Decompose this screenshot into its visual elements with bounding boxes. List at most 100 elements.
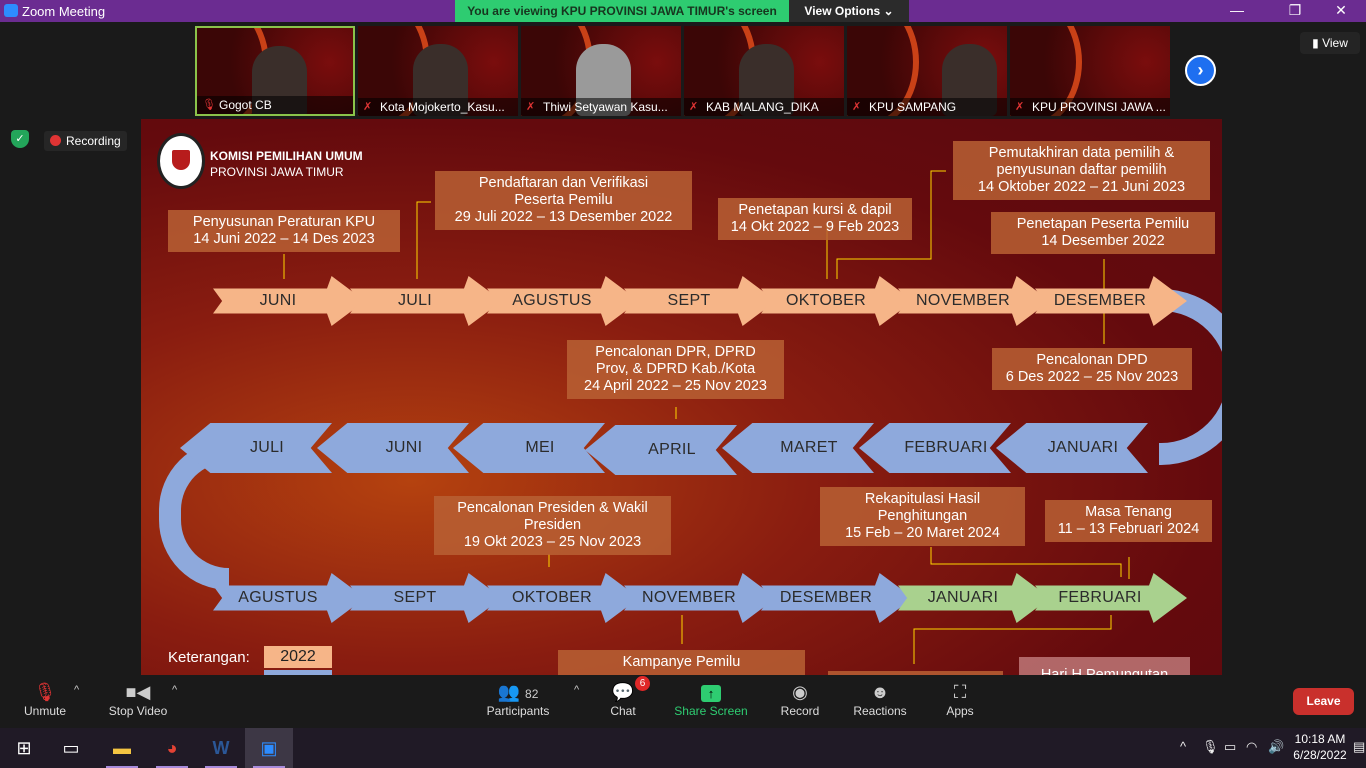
participant-count: 82: [525, 687, 539, 701]
leave-button[interactable]: Leave: [1293, 688, 1354, 715]
next-page-button[interactable]: ›: [1185, 55, 1216, 86]
shared-screen-slide: KOMISI PEMILIHAN UMUM PROVINSI JAWA TIMU…: [141, 119, 1222, 675]
view-label: View: [1322, 36, 1348, 50]
mic-muted-icon: ✗: [1015, 101, 1025, 113]
mic-muted-icon: ✗: [852, 101, 862, 113]
clock-date: 6/28/2022: [1293, 748, 1347, 762]
participant-name: Gogot CB: [197, 96, 353, 114]
month-arrow: APRIL: [585, 425, 737, 475]
participant-tile[interactable]: Gogot CB🎙: [195, 26, 355, 116]
chat-button[interactable]: 💬Chat: [578, 680, 668, 718]
notifications-icon[interactable]: ▤: [1353, 739, 1366, 754]
participant-name: Kota Mojokerto_Kasu...: [358, 98, 518, 116]
view-options-button[interactable]: View Options ⌄: [789, 0, 909, 22]
share-screen-label: Share Screen: [674, 704, 748, 718]
battery-icon[interactable]: ▭: [1224, 739, 1237, 754]
chrome-icon[interactable]: ◕: [148, 728, 196, 768]
screen-share-banner: You are viewing KPU PROVINSI JAWA TIMUR'…: [455, 0, 789, 22]
chat-unread-badge: 6: [635, 676, 650, 691]
meeting-toolbar: [0, 675, 1366, 728]
apps-button[interactable]: ⛶ Apps: [915, 680, 1005, 718]
recording-label: Recording: [66, 134, 121, 148]
mic-muted-icon: ✗: [689, 101, 699, 113]
wifi-icon[interactable]: ◠: [1246, 739, 1258, 754]
share-screen-button[interactable]: ↑ Share Screen: [666, 680, 756, 718]
volume-icon[interactable]: 🔊: [1268, 739, 1285, 754]
microphone-tray-icon[interactable]: 🎙: [1202, 739, 1219, 754]
month-arrow: JULI: [180, 423, 332, 473]
mic-muted-icon: 🎙: [33, 682, 57, 702]
participant-tile[interactable]: KPU PROVINSI JAWA ...✗: [1010, 26, 1170, 116]
legend-label: Keterangan:: [168, 649, 250, 666]
mic-icon: 🎙: [202, 99, 216, 111]
participants-icon: 👥: [497, 682, 521, 702]
month-arrow: FEBRUARI: [859, 423, 1011, 473]
participant-tile[interactable]: Kota Mojokerto_Kasu...✗: [358, 26, 518, 116]
participant-name: KAB MALANG_DIKA: [684, 98, 844, 116]
mic-muted-icon: ✗: [363, 101, 373, 113]
share-screen-icon: ↑: [701, 685, 721, 702]
event-box-kampanye: Kampanye Pemilu: [558, 650, 805, 675]
minimize-button[interactable]: —: [1230, 2, 1244, 18]
audio-options-caret[interactable]: ^: [74, 684, 80, 696]
record-icon: ◉: [792, 682, 808, 702]
task-view-icon[interactable]: ▭: [62, 738, 80, 758]
windows-taskbar: [0, 728, 1366, 768]
word-icon[interactable]: W: [197, 728, 245, 768]
org-province: PROVINSI JAWA TIMUR: [210, 165, 344, 179]
recording-indicator[interactable]: Recording: [44, 131, 127, 151]
window-title: Zoom Meeting: [22, 4, 106, 19]
apps-icon: ⛶: [953, 682, 967, 702]
reactions-icon: ☻: [870, 682, 890, 702]
security-shield-icon[interactable]: ✓: [11, 130, 29, 148]
event-box-hari-h: Hari H Pemungutan: [1019, 657, 1190, 675]
show-hidden-icons[interactable]: ^: [1180, 739, 1187, 754]
file-explorer-icon[interactable]: ▬: [98, 728, 146, 768]
stop-video-button[interactable]: ■◀ Stop Video: [93, 680, 183, 718]
chat-icon: 💬: [611, 682, 635, 702]
apps-label: Apps: [946, 704, 974, 718]
legend-2022: 2022: [264, 646, 332, 668]
system-clock[interactable]: 10:18 AM 6/28/2022: [1291, 731, 1349, 763]
record-button[interactable]: ◉ Record: [755, 680, 845, 718]
participants-label: Participants: [486, 704, 550, 718]
video-options-caret[interactable]: ^: [172, 684, 178, 696]
zoom-app-icon: [4, 4, 18, 17]
zoom-taskbar-icon[interactable]: ▣: [245, 728, 293, 768]
kpu-logo: [157, 133, 205, 189]
unmute-label: Unmute: [23, 704, 67, 718]
clock-time: 10:18 AM: [1294, 732, 1346, 746]
reactions-label: Reactions: [853, 704, 907, 718]
record-label: Record: [780, 704, 820, 718]
close-button[interactable]: ✕: [1335, 2, 1347, 18]
participant-tile[interactable]: Thiwi Setyawan Kasu...✗: [521, 26, 681, 116]
org-name: KOMISI PEMILIHAN UMUM: [210, 149, 363, 163]
participant-tile[interactable]: KAB MALANG_DIKA✗: [684, 26, 844, 116]
event-box-pemutakhiran: Pemutakhiran data pemilih &penyusunan da…: [953, 141, 1210, 200]
view-button[interactable]: ▮ View: [1300, 32, 1360, 54]
mic-muted-icon: ✗: [526, 101, 536, 113]
reactions-button[interactable]: ☻ Reactions: [835, 680, 925, 718]
windows-start-icon[interactable]: ⊞: [16, 738, 32, 758]
participant-tile[interactable]: KPU SAMPANG✗: [847, 26, 1007, 116]
video-camera-icon: ■◀: [125, 682, 151, 702]
month-arrow: JUNI: [317, 423, 469, 473]
record-dot-icon: [50, 135, 61, 146]
unmute-button[interactable]: 🎙 Unmute: [0, 680, 90, 718]
stop-video-label: Stop Video: [108, 704, 168, 718]
participant-name: KPU SAMPANG: [847, 98, 1007, 116]
participants-options-caret[interactable]: ^: [574, 684, 580, 696]
month-arrow: MARET: [722, 423, 874, 473]
participant-name: Thiwi Setyawan Kasu...: [521, 98, 681, 116]
restore-button[interactable]: ❐: [1288, 2, 1302, 18]
month-arrow: JANUARI: [996, 423, 1148, 473]
